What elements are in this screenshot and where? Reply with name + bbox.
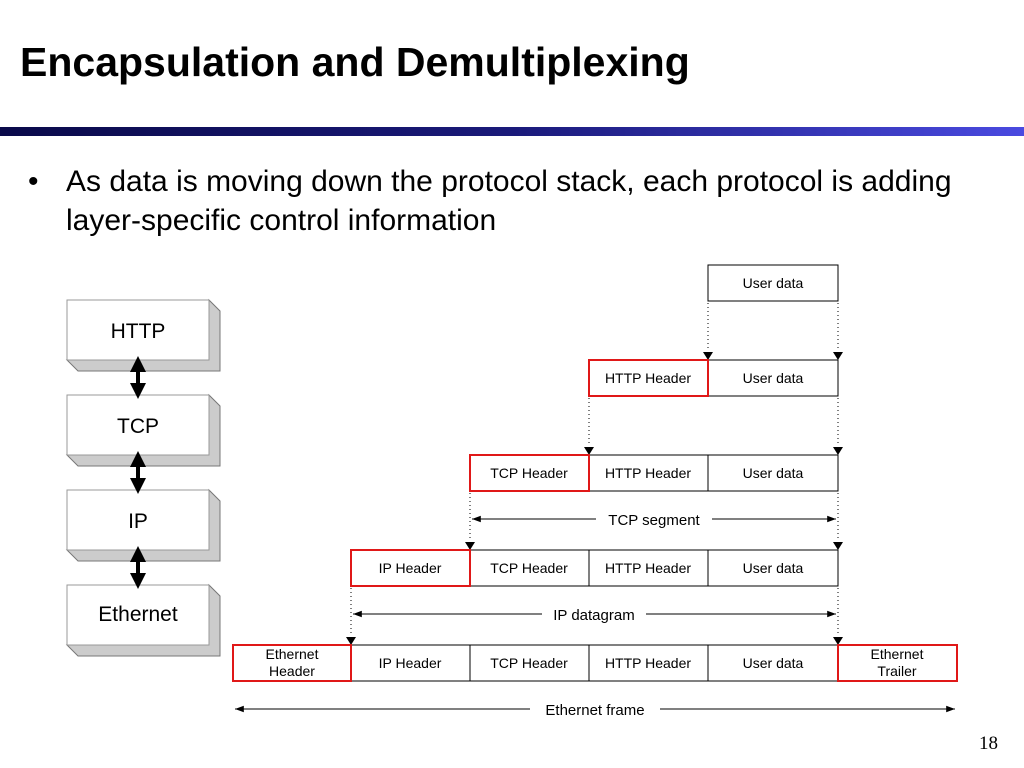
arrowhead-icon — [833, 447, 843, 455]
packet-row-tcp: TCP Header HTTP Header User data — [469, 454, 839, 492]
cell-ethernet-header-line1: Ethernet — [266, 646, 319, 662]
packet-rows: User data HTTP Header User data TCP Head… — [232, 264, 958, 719]
cell-tcp-header: TCP Header — [490, 560, 568, 576]
cell-tcp-header: TCP Header — [490, 655, 568, 671]
cell-user-data: User data — [743, 465, 804, 481]
title-divider — [0, 127, 1024, 136]
arrowhead-icon — [346, 637, 356, 645]
stack-layer-ip: IP — [65, 488, 221, 562]
stack-layer-ethernet: Ethernet — [65, 583, 221, 657]
packet-row-application-data: User data — [707, 264, 839, 302]
slide-title: Encapsulation and Demultiplexing — [20, 39, 690, 85]
page-number: 18 — [979, 733, 998, 754]
arrowhead-icon — [833, 542, 843, 550]
protocol-stack: HTTP TCP IP Ethernet — [65, 298, 221, 657]
cell-http-header: HTTP Header — [605, 655, 691, 671]
span-ip-datagram: IP datagram — [353, 607, 836, 624]
cell-ethernet-header-line2: Header — [269, 663, 315, 679]
span-label-ip-datagram: IP datagram — [553, 607, 634, 624]
cell-user-data: User data — [743, 275, 804, 291]
span-label-tcp-segment: TCP segment — [608, 512, 700, 529]
packet-row-ethernet: Ethernet Header IP Header TCP Header HTT… — [232, 644, 958, 682]
arrowhead-icon — [833, 352, 843, 360]
arrowhead-icon — [584, 447, 594, 455]
bullet-dot-icon: • — [28, 165, 39, 198]
cell-http-header: HTTP Header — [605, 370, 691, 386]
packet-row-http: HTTP Header User data — [588, 359, 839, 397]
cell-user-data: User data — [743, 370, 804, 386]
arrowhead-icon — [703, 352, 713, 360]
arrowhead-icon — [833, 637, 843, 645]
cell-ip-header: IP Header — [379, 560, 442, 576]
bullet-text: As data is moving down the protocol stac… — [66, 165, 952, 237]
cell-tcp-header: TCP Header — [490, 465, 568, 481]
cell-user-data: User data — [743, 560, 804, 576]
cell-http-header: HTTP Header — [605, 465, 691, 481]
stack-label-ethernet: Ethernet — [98, 603, 178, 626]
span-label-ethernet-frame: Ethernet frame — [545, 702, 644, 719]
stack-label-http: HTTP — [111, 320, 166, 343]
cell-user-data: User data — [743, 655, 804, 671]
cell-http-header: HTTP Header — [605, 560, 691, 576]
cell-ethernet-trailer-line2: Trailer — [877, 663, 916, 679]
packet-row-ip: IP Header TCP Header HTTP Header User da… — [350, 549, 839, 587]
stack-label-tcp: TCP — [117, 415, 159, 438]
cell-ip-header: IP Header — [379, 655, 442, 671]
span-tcp-segment: TCP segment — [472, 512, 836, 529]
arrowhead-icon — [465, 542, 475, 550]
stack-layer-tcp: TCP — [65, 393, 221, 467]
stack-label-ip: IP — [128, 510, 148, 533]
stack-layer-http: HTTP — [65, 298, 221, 372]
span-ethernet-frame: Ethernet frame — [235, 702, 955, 719]
cell-ethernet-trailer-line1: Ethernet — [871, 646, 924, 662]
